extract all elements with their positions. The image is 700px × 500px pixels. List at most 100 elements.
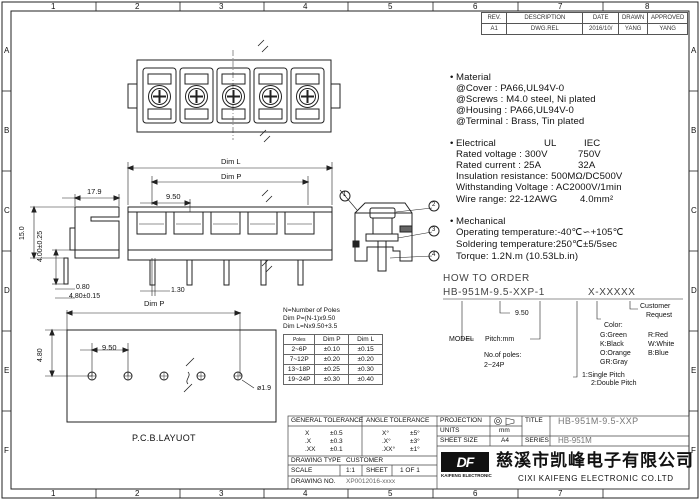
rev-cell-rev: A1 <box>480 23 508 35</box>
electrical-col-ul: UL <box>544 138 557 149</box>
color-red: R:Red <box>648 332 668 339</box>
mechanical-line: Soldering temperature:250℃±5/5sec <box>456 239 618 250</box>
section-view <box>339 189 440 272</box>
grid-row-d-right: D <box>691 286 697 295</box>
order-code-main: HB-951M-9.5-XXP-1 <box>443 287 545 298</box>
mechanical-bullet: • <box>450 216 454 227</box>
tol-header-poles: Poles <box>282 334 316 345</box>
callout-1: 1 <box>343 192 347 198</box>
tol-cell: 2~6P <box>282 344 316 355</box>
tol-header-dim-p: Dim P <box>314 334 350 345</box>
order-poles-range: 2~24P <box>484 362 505 369</box>
order-model: MODEL <box>449 336 474 343</box>
grid-row-a: A <box>4 46 10 55</box>
order-pitch-label: 9.50 <box>515 310 529 317</box>
units-label: UNITS <box>440 427 460 434</box>
grid-col-8: 8 <box>645 2 650 11</box>
electrical-title: Electrical <box>456 138 496 149</box>
angle-tol-value: ±5° <box>410 430 420 437</box>
table-row: 13~18P±0.25±0.30 <box>282 364 383 375</box>
tol-cell: ±0.20 <box>314 354 350 365</box>
rated-voltage-iec: 750V <box>578 149 601 160</box>
height-label: 15.0 <box>19 226 26 240</box>
grid-col-2: 2 <box>135 2 140 11</box>
material-title: Material <box>456 72 491 83</box>
drawing-type-label: DRAWING TYPE <box>291 457 341 464</box>
screw-terminals <box>142 67 325 124</box>
rated-current-iec: 32A <box>578 160 596 171</box>
general-tol-key: .XX <box>305 446 316 453</box>
material-bullet: • <box>450 72 454 83</box>
title-block-lines <box>287 415 690 490</box>
hole-diameter-label: ø1.9 <box>257 385 272 392</box>
grid-row-e: E <box>4 366 10 375</box>
tol-cell: ±0.40 <box>348 374 383 385</box>
grid-col-6-bottom: 6 <box>473 489 478 498</box>
grid-row-f: F <box>4 446 9 455</box>
mechanical-line: Torque: 1.2N.m (10.53Lb.in) <box>456 251 579 262</box>
general-tol-value: ±0.3 <box>330 438 343 445</box>
electrical-col-iec: IEC <box>584 138 601 149</box>
tol-cell: ±0.25 <box>314 364 350 375</box>
color-orange: O:Orange <box>600 350 631 357</box>
wire-range: Wire range: 22-12AWG <box>456 194 558 205</box>
grid-col-1: 1 <box>51 2 56 11</box>
grid-col-6: 6 <box>473 2 478 11</box>
tol-header-dim-l: Dim L <box>348 334 383 345</box>
pin-length-label: 4.80±0.15 <box>69 293 101 300</box>
tol-cell: ±0.30 <box>348 364 383 375</box>
order-double-pitch: 2:Double Pitch <box>591 380 637 387</box>
grid-col-5: 5 <box>388 2 393 11</box>
callout-3: 3 <box>432 227 436 233</box>
company-logo: DF <box>441 452 489 472</box>
grid-row-a-right: A <box>691 46 697 55</box>
order-title: HOW TO ORDER <box>443 273 530 284</box>
wire-range-mm: 4.0mm² <box>580 194 614 205</box>
tol-cell: 19~24P <box>282 374 316 385</box>
rev-header-desc: DESCRIPTION <box>506 12 584 24</box>
tol-cell: ±0.10 <box>314 344 350 355</box>
grid-col-4-bottom: 4 <box>303 489 308 498</box>
grid-row-c-right: C <box>691 206 697 215</box>
rev-header-rev: REV. <box>480 12 508 24</box>
tol-cell: ±0.30 <box>314 374 350 385</box>
color-blue: B:Blue <box>648 350 669 357</box>
material-line: @Screws : M4.0 steel, Ni plated <box>456 94 596 105</box>
angle-tol-key: .XX° <box>382 446 396 453</box>
order-request: Request <box>646 312 673 319</box>
grid-col-5-bottom: 5 <box>388 489 393 498</box>
angle-tol-key: .X° <box>382 438 391 445</box>
note-dim-l: Dim L=Nx9.50+3.5 <box>283 323 338 330</box>
general-tolerance-label: GENERAL TOLERANCE <box>291 417 364 424</box>
series-label: SERIES <box>525 437 549 444</box>
height-tol-label: 4.00±0.25 <box>37 230 44 262</box>
rated-voltage: Rated voltage : 300V <box>456 149 548 160</box>
tolerance-table: Poles Dim P Dim L 2~6P±0.10±0.15 7~12P±0… <box>282 334 383 385</box>
angle-tol-key: X° <box>382 430 389 437</box>
side-view <box>30 194 121 299</box>
grid-col-1-bottom: 1 <box>51 489 56 498</box>
angle-tolerance-label: ANGLE TOLERANCE <box>366 417 430 424</box>
general-tol-key: X <box>305 430 310 437</box>
order-pitch: Pitch:mm <box>485 336 515 343</box>
series-value: HB-951M <box>558 436 592 445</box>
tol-cell: ±0.15 <box>348 344 383 355</box>
pcb-title: P.C.B.LAYUOT <box>132 433 196 443</box>
width-label: 17.9 <box>87 187 102 196</box>
scale-value: 1:1 <box>346 467 356 474</box>
pin-width-label: 0.80 <box>76 284 90 291</box>
color-white: W:White <box>648 341 675 348</box>
color-green: G:Green <box>600 332 627 339</box>
order-code-suffix: X-XXXXX <box>588 287 636 298</box>
projection-symbol <box>494 417 515 426</box>
sheet-size-label: SHEET SIZE <box>440 437 478 444</box>
material-line: @Housing : PA66,UL94V-0 <box>456 105 574 116</box>
drawing-no-label: DRAWING NO. <box>291 478 336 485</box>
title-label: TITLE <box>525 417 543 424</box>
tol-cell: 7~12P <box>282 354 316 365</box>
order-connectors <box>443 298 683 378</box>
table-row: 7~12P±0.20±0.20 <box>282 354 383 365</box>
top-view <box>127 39 341 143</box>
title-value: HB-951M-9.5-XXP <box>558 416 639 426</box>
